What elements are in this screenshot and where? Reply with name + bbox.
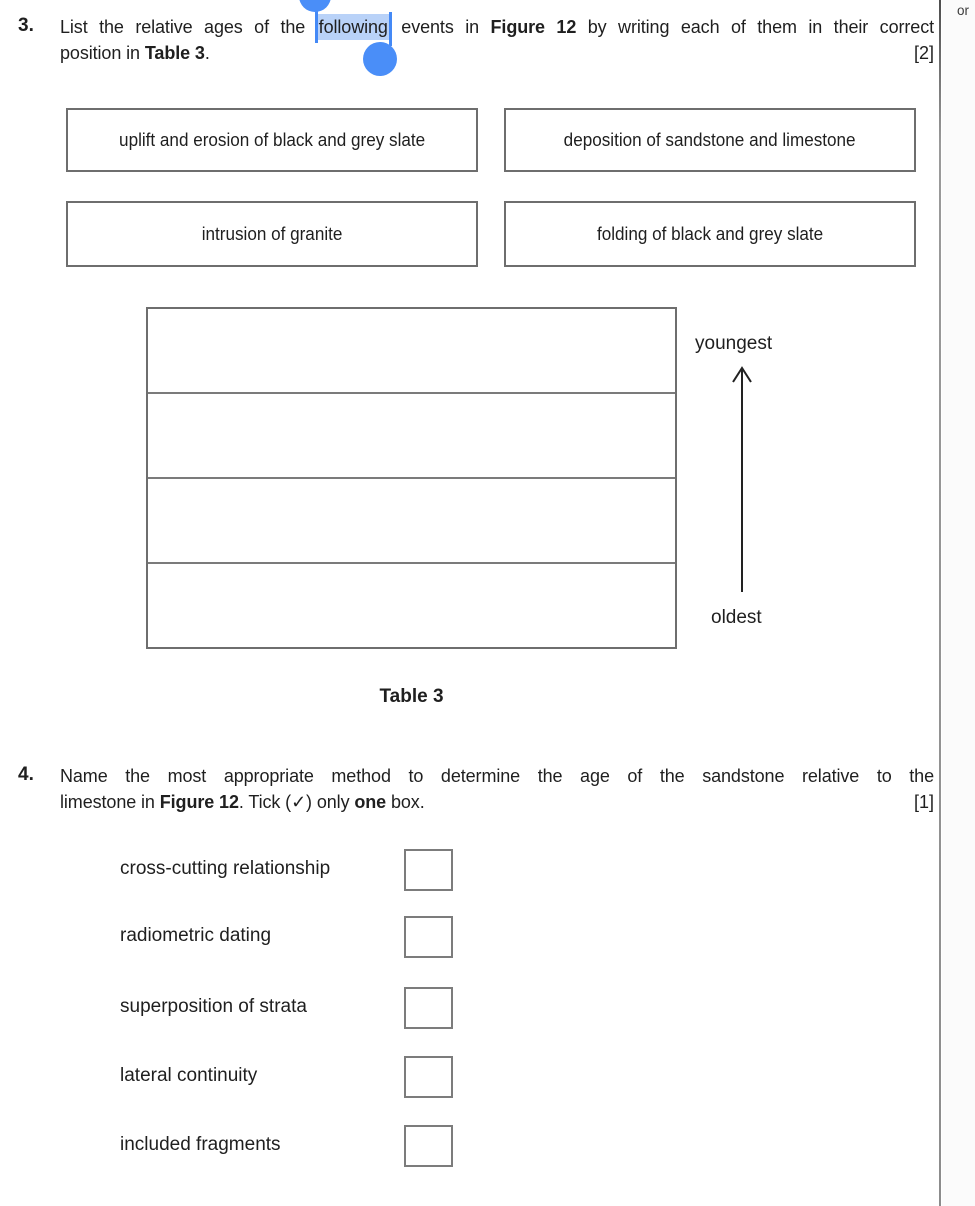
checkbox-superposition[interactable]: [404, 987, 453, 1029]
answer-cell-2[interactable]: [148, 394, 675, 479]
event-box-intrusion: intrusion of granite: [66, 201, 478, 267]
question-4-line1: Name the most appropriate method to dete…: [60, 766, 934, 786]
checkbox-radiometric[interactable]: [404, 916, 453, 958]
option-label-cross-cutting: cross-cutting relationship: [120, 858, 331, 879]
question-3-marks: [2]: [913, 43, 934, 63]
answer-cell-youngest[interactable]: [148, 309, 675, 394]
figure-12-ref: Figure 12: [490, 17, 577, 37]
checkbox-cross-cutting[interactable]: [404, 849, 453, 891]
option-label-superposition: superposition of strata: [120, 996, 307, 1017]
question-4-line2: limestone in Figure 12. Tick (✓) only on…: [60, 792, 425, 812]
question-3-number: 3.: [18, 15, 34, 36]
checkbox-lateral[interactable]: [404, 1056, 453, 1098]
question-4-number: 4.: [18, 764, 34, 785]
event-box-folding: folding of black and grey slate: [504, 201, 916, 267]
bold-one: one: [354, 792, 387, 812]
question-3-line1: List the relative ages of the following …: [60, 0, 934, 76]
selection-start-caret: [314, 11, 318, 43]
question-4-marks: [1]: [913, 792, 934, 812]
table-3-ref: Table 3: [144, 43, 205, 63]
selection-end-caret: [388, 12, 392, 46]
option-label-radiometric: radiometric dating: [120, 925, 272, 946]
figure-12-ref-q4: Figure 12: [159, 792, 239, 812]
selection-end-handle[interactable]: [362, 42, 397, 76]
event-box-uplift: uplift and erosion of black and grey sla…: [66, 108, 478, 172]
selection-start-handle[interactable]: [298, 0, 331, 12]
table-3-answer-grid: [146, 307, 677, 649]
answer-cell-oldest[interactable]: [148, 564, 675, 647]
selected-text-highlight[interactable]: following: [298, 0, 397, 76]
page-edge-divider: [939, 0, 941, 1206]
axis-label-youngest: youngest: [695, 333, 773, 354]
question-3-line2: position in Table 3.: [60, 43, 210, 63]
option-label-included: included fragments: [120, 1134, 281, 1155]
table-3-caption: Table 3: [379, 686, 444, 707]
axis-label-oldest: oldest: [711, 607, 762, 628]
adjacent-page-margin: [942, 0, 975, 1206]
answer-cell-3[interactable]: [148, 479, 675, 564]
age-direction-arrow-icon: [732, 366, 752, 592]
margin-note-text: or: [957, 3, 970, 18]
checkbox-included[interactable]: [404, 1125, 453, 1167]
event-box-deposition: deposition of sandstone and limestone: [504, 108, 916, 172]
option-label-lateral: lateral continuity: [120, 1065, 258, 1086]
